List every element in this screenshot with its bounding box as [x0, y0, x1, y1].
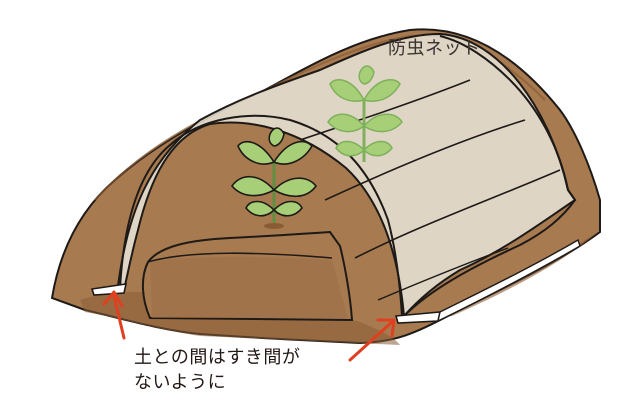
seedling-icon — [327, 65, 403, 162]
net-label: 防虫ネット — [388, 38, 481, 59]
seedling-icon — [231, 127, 318, 229]
insect-net — [90, 32, 581, 324]
up-arrow-icon — [348, 318, 396, 362]
caption: 土との間はすき間が ないように — [134, 345, 300, 395]
caption-line: 土との間はすき間が — [134, 347, 301, 368]
caption-line: ないように — [134, 372, 227, 393]
up-arrow-icon — [102, 290, 126, 340]
raised-bed — [142, 230, 354, 322]
